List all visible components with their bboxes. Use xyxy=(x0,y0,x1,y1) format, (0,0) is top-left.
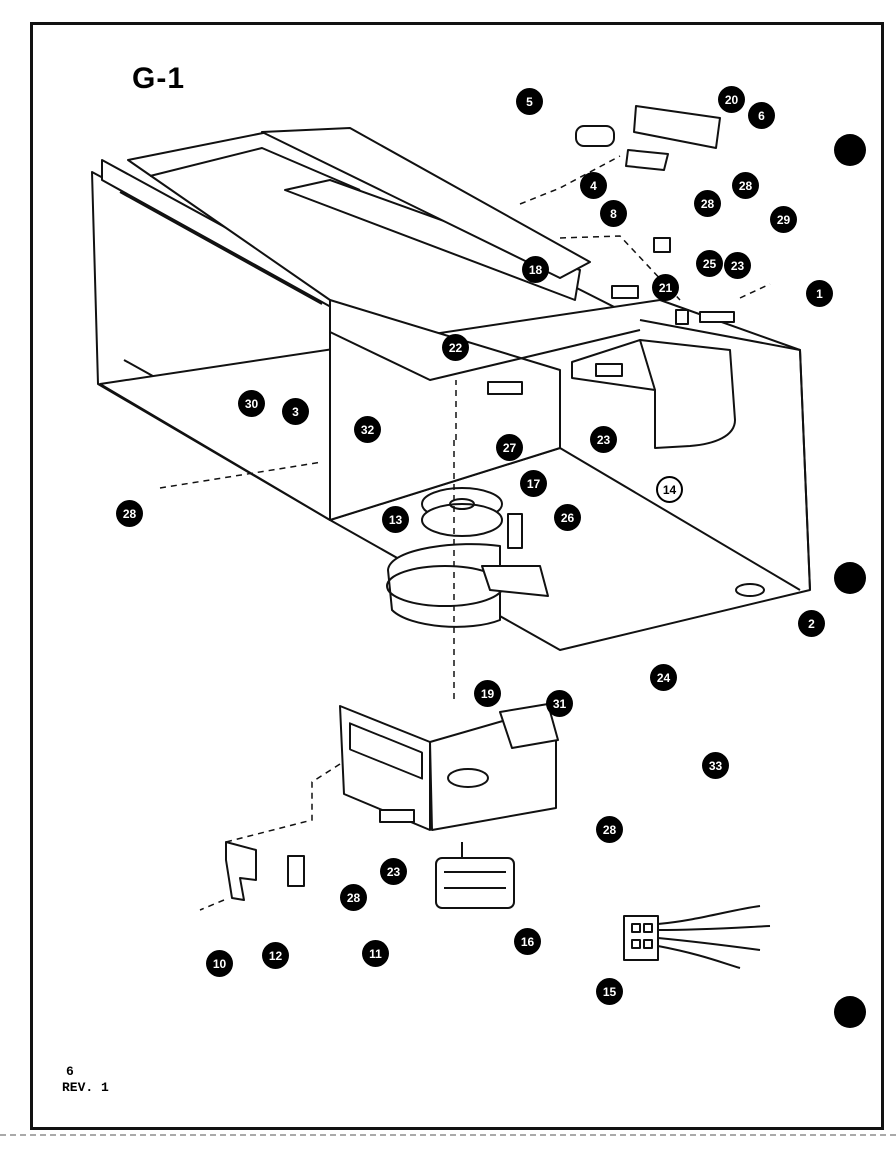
callout-27: 27 xyxy=(496,434,523,461)
hinge-parts xyxy=(379,237,735,823)
sheet-border xyxy=(30,22,884,1130)
callout-28: 28 xyxy=(694,190,721,217)
callout-28: 28 xyxy=(340,884,367,911)
callout-28: 28 xyxy=(732,172,759,199)
callout-16: 16 xyxy=(514,928,541,955)
connector-15 xyxy=(623,905,771,969)
callout-18: 18 xyxy=(522,256,549,283)
callout-25: 25 xyxy=(696,250,723,277)
callout-8: 8 xyxy=(600,200,627,227)
motor-16 xyxy=(435,842,515,909)
footer-revision: REV. 1 xyxy=(62,1080,109,1095)
callout-11: 11 xyxy=(362,940,389,967)
callout-32: 32 xyxy=(354,416,381,443)
switch-11 xyxy=(287,855,305,887)
top-cover xyxy=(127,127,641,381)
callout-3: 3 xyxy=(282,398,309,425)
fan-17 xyxy=(421,487,503,537)
callout-20: 20 xyxy=(718,86,745,113)
callout-31: 31 xyxy=(546,690,573,717)
callout-6: 6 xyxy=(748,102,775,129)
scan-edge xyxy=(0,1134,896,1146)
callout-1: 1 xyxy=(806,280,833,307)
callout-22: 22 xyxy=(442,334,469,361)
binder-hole-top xyxy=(834,134,866,166)
callout-4: 4 xyxy=(580,172,607,199)
blower-housing-13 xyxy=(386,543,549,628)
callout-28: 28 xyxy=(116,500,143,527)
callout-29: 29 xyxy=(770,206,797,233)
callout-15: 15 xyxy=(596,978,623,1005)
callout-10: 10 xyxy=(206,950,233,977)
callout-2: 2 xyxy=(798,610,825,637)
callout-13: 13 xyxy=(382,506,409,533)
bracket-12 xyxy=(225,841,257,901)
callout-5: 5 xyxy=(516,88,543,115)
binder-hole-middle xyxy=(834,562,866,594)
callout-12: 12 xyxy=(262,942,289,969)
callout-30: 30 xyxy=(238,390,265,417)
callout-23: 23 xyxy=(380,858,407,885)
lamp-assembly xyxy=(575,105,721,171)
callout-17: 17 xyxy=(520,470,547,497)
callout-21: 21 xyxy=(652,274,679,301)
callout-14: 14 xyxy=(656,476,683,503)
footer-page-number: 6 xyxy=(66,1064,74,1079)
callout-26: 26 xyxy=(554,504,581,531)
binder-hole-bottom xyxy=(834,996,866,1028)
right-side-panel xyxy=(639,319,811,597)
motor-bracket-plate xyxy=(339,703,559,831)
callout-33: 33 xyxy=(702,752,729,779)
callout-28: 28 xyxy=(596,816,623,843)
callout-23: 23 xyxy=(724,252,751,279)
callout-19: 19 xyxy=(474,680,501,707)
callout-24: 24 xyxy=(650,664,677,691)
diagram-title: G-1 xyxy=(132,62,186,95)
callout-23: 23 xyxy=(590,426,617,453)
